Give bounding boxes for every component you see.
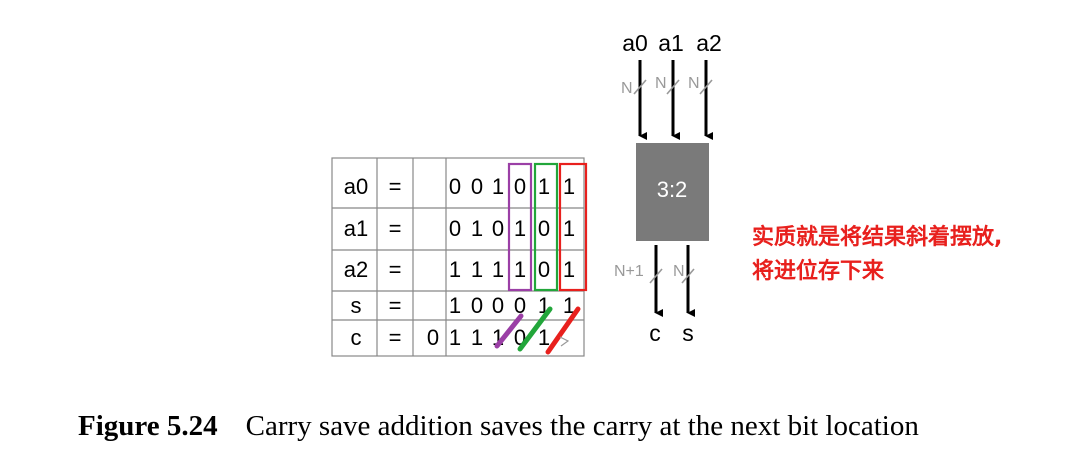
bit-a2-5: 1 [514, 257, 526, 282]
bit-a1-7: 1 [563, 216, 575, 241]
chinese-annotation: 实质就是将结果斜着摆放, 将进位存下来 [752, 221, 1002, 289]
highlight-box-purple [507, 162, 533, 292]
bit-s-2: 1 [449, 293, 461, 318]
output-label-c: c [649, 320, 661, 346]
bit-a0-6: 1 [538, 174, 550, 199]
row-equals-sign: = [389, 293, 402, 318]
bit-a2-7: 1 [563, 257, 575, 282]
row-equals-sign: = [389, 257, 402, 282]
input-bus-slashes [633, 79, 713, 95]
small-arrow-mark [559, 336, 570, 347]
annotation-line-1: 实质就是将结果斜着摆放, [752, 225, 1003, 250]
figure-number: Figure 5.24 [78, 410, 218, 442]
row-equals-sign: = [389, 216, 402, 241]
row-label-a2: a2 [344, 257, 368, 282]
bit-a1-6: 0 [538, 216, 550, 241]
output-width-s: N [673, 263, 685, 280]
bit-c-2: 1 [449, 325, 461, 350]
highlight-box-red [558, 162, 588, 292]
bit-a0-7: 1 [563, 174, 575, 199]
diagonal-stroke-red [545, 306, 581, 355]
figure-caption: Figure 5.24 Carry save addition saves the… [78, 410, 1078, 443]
compressor-block [636, 143, 709, 241]
bit-a2-2: 1 [449, 257, 461, 282]
highlight-box-green [533, 162, 559, 292]
output-label-s: s [682, 320, 694, 346]
column-highlights [507, 162, 588, 292]
input-label-a1: a1 [658, 30, 684, 56]
bit-s-3: 0 [471, 293, 483, 318]
row-equals-sign: = [389, 325, 402, 350]
input-width-a0: N [621, 80, 633, 97]
input-width-a1: N [655, 75, 667, 92]
row-label-a0: a0 [344, 174, 368, 199]
output-bus-slashes [649, 268, 695, 284]
bit-a2-6: 0 [538, 257, 550, 282]
bit-a1-5: 1 [514, 216, 526, 241]
bit-a2-3: 1 [471, 257, 483, 282]
bit-a1-4: 0 [492, 216, 504, 241]
bit-s-4: 0 [492, 293, 504, 318]
compressor-label: 3:2 [657, 177, 688, 202]
input-label-a0: a0 [622, 30, 648, 56]
bit-a1-3: 1 [471, 216, 483, 241]
bit-c-3: 1 [471, 325, 483, 350]
input-width-a2: N [688, 75, 700, 92]
bit-a0-4: 1 [492, 174, 504, 199]
bit-c-6: 1 [538, 325, 550, 350]
figure-caption-text: Carry save addition saves the carry at t… [245, 410, 919, 442]
row-label-c: c [351, 325, 362, 350]
bit-a2-4: 1 [492, 257, 504, 282]
bit-a1-2: 0 [449, 216, 461, 241]
input-arrows [638, 60, 713, 140]
diagonal-stroke-green [517, 306, 553, 352]
diagonal-strokes [494, 306, 581, 355]
input-label-a2: a2 [696, 30, 722, 56]
output-arrows [654, 245, 695, 317]
bit-s-7: 1 [563, 293, 575, 318]
output-width-c: N+1 [614, 263, 644, 280]
bit-a0-5: 0 [514, 174, 526, 199]
diagonal-stroke-purple [494, 313, 524, 349]
row-label-a1: a1 [344, 216, 368, 241]
row-label-s: s [351, 293, 362, 318]
annotation-line-2: 将进位存下来 [752, 259, 885, 284]
bit-a0-3: 0 [471, 174, 483, 199]
bit-c-1: 0 [427, 325, 439, 350]
bit-s-5: 0 [514, 293, 526, 318]
compressor-block-diagram: a0 a1 a2 N N N 3:2 N+1 N c s [614, 30, 722, 346]
row-equals-sign: = [389, 174, 402, 199]
bit-a0-2: 0 [449, 174, 461, 199]
